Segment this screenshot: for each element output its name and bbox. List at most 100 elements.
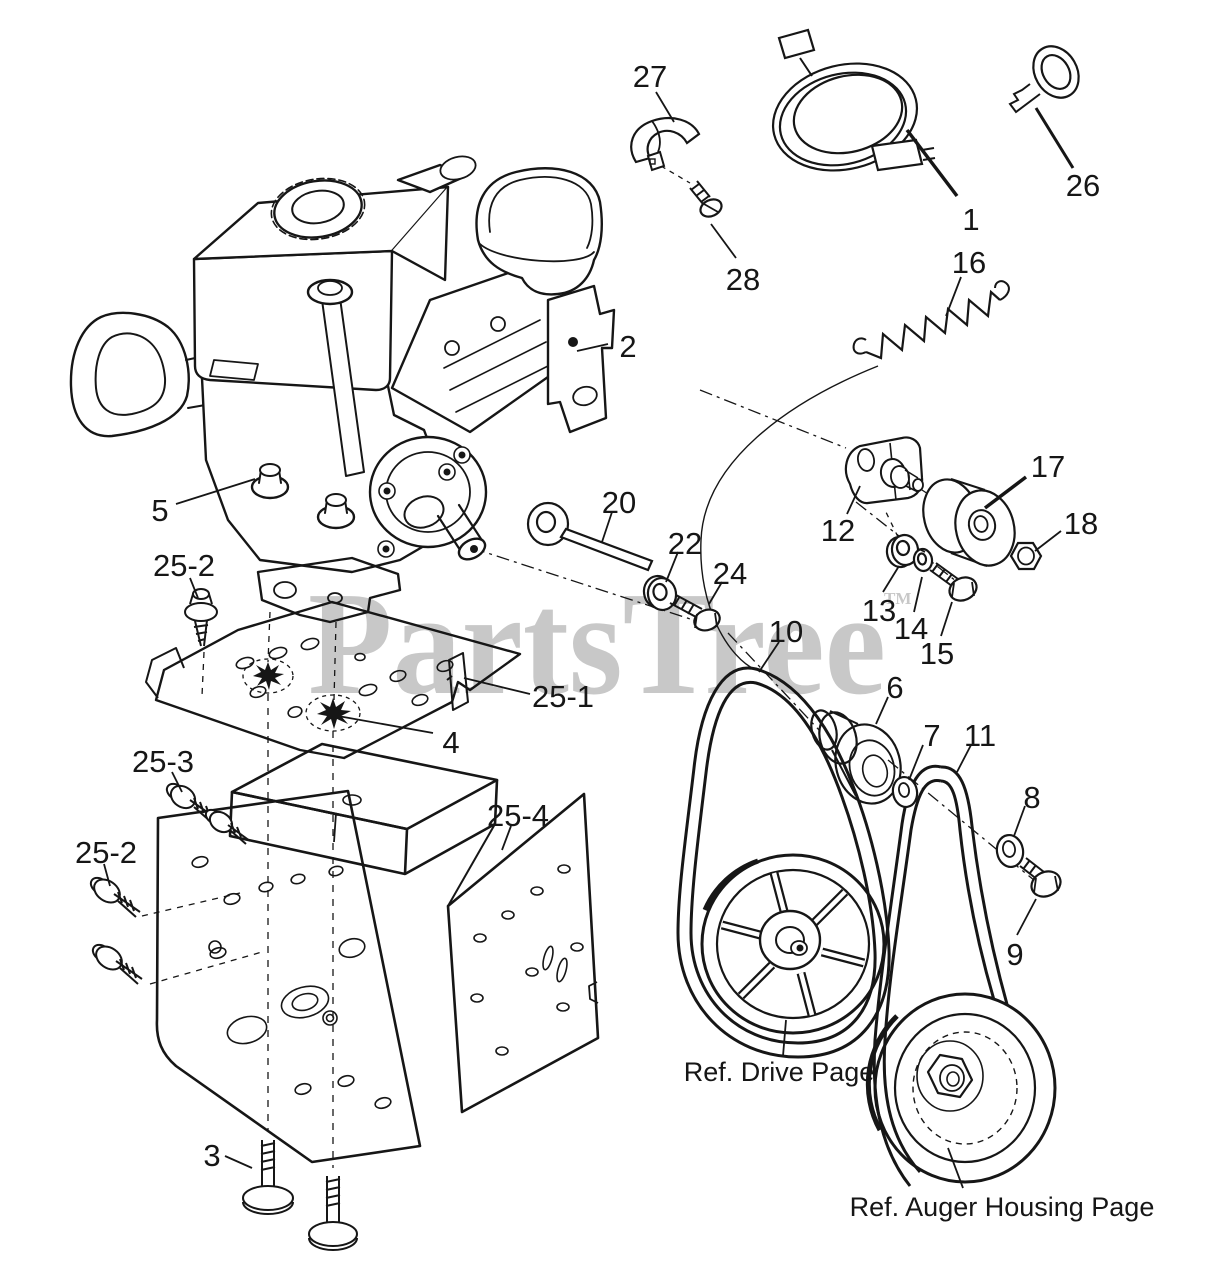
top-parts (630, 28, 1080, 360)
leader-line-25-2-26 (103, 863, 111, 887)
bolt-24 (669, 594, 721, 632)
fuel-cap (273, 179, 363, 239)
leader-line-24-14 (708, 581, 723, 605)
leader-line-25-1-23 (463, 677, 531, 695)
mount-nut-5b (316, 493, 356, 530)
callout-label-25-4-27: 25-4 (487, 798, 549, 833)
oil-cap-top (317, 280, 343, 296)
callout-label-2-5: 2 (619, 329, 636, 364)
callout-label-26-3: 26 (1066, 168, 1100, 203)
idler-bracket-12 (844, 436, 924, 505)
washer-8 (995, 833, 1025, 869)
right-plate-25-4 (446, 792, 600, 1114)
engine-assembly (69, 155, 616, 624)
callout-label-7-17: 7 (923, 718, 940, 753)
right-plate-notch (588, 981, 599, 1004)
mounting-plate-4 (145, 600, 522, 760)
belts-and-pulleys (676, 666, 1062, 1187)
air-cleaner-body (475, 167, 603, 296)
leader-line-6-16 (875, 696, 889, 725)
pto-shaft (436, 503, 485, 555)
clamp-screw-axis (660, 165, 691, 184)
leader-line-5-21 (175, 478, 256, 505)
washer-7 (891, 775, 919, 809)
auger-belt-left-inner (882, 778, 942, 1174)
callout-label-13-9: 13 (862, 593, 896, 628)
fuel-cap-inner (291, 189, 345, 225)
air-cleaner-lid (488, 176, 594, 249)
tank-vent-slot (209, 359, 259, 381)
callout-label-17-6: 17 (1031, 449, 1065, 484)
frame-tab-25-1 (446, 652, 469, 711)
callout-label-1-2: 1 (962, 202, 979, 237)
mount-nut-5a (250, 463, 290, 500)
callout-label-4-24: 4 (442, 725, 459, 760)
idler-assembly (844, 436, 1043, 602)
carb-knob (439, 155, 477, 181)
callout-label-5-21: 5 (151, 493, 168, 528)
starter-cord-1 (771, 28, 936, 172)
reference-text-1: Ref. Auger Housing Page (850, 1192, 1155, 1222)
plate4-tab (145, 647, 185, 699)
leader-line-10-15 (758, 641, 780, 673)
leader-line-22-13 (665, 551, 679, 583)
leader-line-4-24 (337, 715, 434, 734)
leader-line-12-8 (846, 485, 861, 515)
callout-label-25-1-23: 25-1 (532, 679, 594, 714)
plate4-outline (154, 600, 522, 760)
leader-line-25-4-27 (501, 825, 512, 851)
clamp-screw-28 (689, 180, 723, 218)
idler-spring-16 (852, 280, 1010, 360)
leader-line-28-1 (710, 223, 737, 259)
star-washer-b (305, 694, 361, 732)
leader-line-8-19 (1013, 805, 1026, 837)
callout-label-22-13: 22 (668, 526, 702, 561)
callout-label-27-0: 27 (633, 59, 667, 94)
air-cleaner-ring (479, 243, 595, 263)
callout-label-24-14: 24 (713, 556, 747, 591)
bolt-25-2c (91, 943, 143, 985)
washer-22 (642, 574, 678, 612)
bracket2-hole (572, 385, 598, 407)
stud-a-axis (267, 611, 271, 663)
drive-belt-10-outer (676, 666, 891, 1059)
callout-label-12-8: 12 (821, 513, 855, 548)
recoil-handle-hole (94, 332, 167, 416)
leader-line-3-28 (224, 1155, 253, 1169)
ignition-key-26 (1008, 45, 1080, 114)
left-hardware (89, 588, 358, 1251)
bolt-15 (929, 562, 978, 602)
callout-label-6-16: 6 (886, 670, 903, 705)
idler-pulley-17 (922, 478, 1016, 567)
callout-label-25-3-25: 25-3 (132, 744, 194, 779)
right-plate-holes (470, 864, 584, 1056)
callout-label-8-19: 8 (1023, 780, 1040, 815)
leader-line-11-18 (956, 744, 972, 773)
bolt-25-3b (204, 808, 251, 845)
leader-line-15-11 (940, 601, 953, 637)
plate4-holes (235, 637, 454, 719)
leader-line-13-9 (882, 565, 900, 593)
bolt-25-2c-axis (149, 951, 263, 985)
callout-label-14-10: 14 (894, 611, 928, 646)
pto-boss (403, 495, 445, 529)
leader-line-16-4 (945, 276, 962, 317)
fuel-cap-scallop (270, 177, 366, 241)
callout-label-11-18: 11 (964, 718, 996, 753)
bolt-25-2a (184, 588, 218, 647)
callout-label-10-15: 10 (769, 614, 803, 649)
washer13-axis (883, 507, 899, 538)
leader-line-17-6 (983, 475, 1028, 510)
center-hardware (526, 501, 721, 632)
auger-belt-right-outer (940, 765, 1010, 1009)
crossmember-end (404, 779, 499, 876)
leader-line-1-2 (905, 128, 959, 198)
leader-line-25-2-22 (189, 577, 199, 599)
axis-to-pulley6 (727, 632, 821, 732)
linkage-curve (700, 365, 879, 671)
drive-pulley (700, 853, 886, 1035)
lock-washer-14 (912, 547, 934, 573)
lock-nut-18 (1009, 541, 1043, 571)
